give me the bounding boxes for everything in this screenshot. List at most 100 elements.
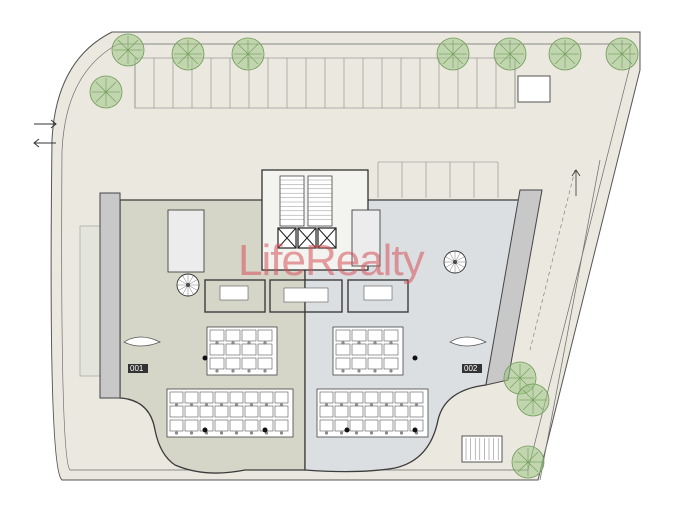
tree-icon [171, 37, 205, 71]
chair [219, 431, 224, 435]
desk [241, 329, 257, 342]
chair [234, 403, 239, 407]
chair [231, 341, 235, 345]
chair [279, 403, 284, 407]
desk [274, 419, 289, 432]
trees [89, 33, 639, 479]
workstations-bottom [166, 355, 429, 438]
desk [351, 343, 367, 356]
desk [349, 419, 364, 432]
desk [184, 391, 199, 404]
service-stair-top [517, 75, 551, 103]
chair [384, 403, 389, 407]
desk [319, 391, 334, 404]
tree-icon [436, 37, 470, 71]
wc-block-left [167, 209, 205, 273]
desk [409, 405, 424, 418]
desk [364, 405, 379, 418]
desk [319, 419, 334, 432]
desk [214, 391, 229, 404]
column [344, 427, 350, 433]
tree-icon [493, 37, 527, 71]
desk [334, 391, 349, 404]
desk [209, 329, 225, 342]
chair [369, 403, 374, 407]
chair [357, 341, 361, 345]
desk [351, 329, 367, 342]
chair [389, 341, 393, 345]
desk [335, 343, 351, 356]
desk [274, 405, 289, 418]
ramp-line [529, 169, 576, 351]
spiral-tread [454, 261, 461, 272]
tree-icon [605, 37, 639, 71]
desk [383, 357, 399, 370]
workstations [206, 326, 404, 376]
tree-icon [516, 383, 550, 417]
desk [229, 391, 244, 404]
unit-tag-002: 002 [462, 364, 482, 373]
chair [279, 431, 284, 435]
spiral-tread [445, 256, 456, 263]
service-stair-treads [465, 438, 499, 460]
desk [364, 391, 379, 404]
chair [234, 431, 239, 435]
chair [249, 431, 254, 435]
chair [339, 403, 344, 407]
road-edge [539, 159, 601, 481]
desk [169, 391, 184, 404]
desk [274, 391, 289, 404]
column [412, 427, 418, 433]
chair [204, 403, 209, 407]
unit-tag-001: 001 [128, 364, 148, 373]
tree-icon [511, 445, 545, 479]
desk [351, 357, 367, 370]
parking-row-middle [377, 161, 499, 198]
chair [263, 341, 267, 345]
desk [225, 357, 241, 370]
desk [379, 405, 394, 418]
desk [335, 357, 351, 370]
desk [394, 419, 409, 432]
desk [241, 357, 257, 370]
chair [324, 403, 329, 407]
desk [319, 405, 334, 418]
column [202, 427, 208, 433]
chair [247, 341, 251, 345]
spiral-tread [187, 279, 198, 286]
desk [241, 343, 257, 356]
desk [229, 419, 244, 432]
spiral-tread [187, 284, 198, 291]
chair [247, 369, 251, 373]
chair [369, 431, 374, 435]
chair [339, 431, 344, 435]
svg-text:001: 001 [130, 364, 144, 373]
desk [367, 343, 383, 356]
desk [169, 405, 184, 418]
chair [354, 403, 359, 407]
tree-icon [89, 75, 123, 109]
desk [383, 343, 399, 356]
sofa-left [123, 336, 161, 347]
svg-text:002: 002 [464, 364, 478, 373]
desk [244, 405, 259, 418]
chair [264, 403, 269, 407]
chair [263, 369, 267, 373]
tree-icon [231, 37, 265, 71]
elevator-icon [277, 227, 337, 249]
chair [357, 369, 361, 373]
desk [367, 357, 383, 370]
desk [394, 391, 409, 404]
desk [364, 419, 379, 432]
spiral-tread [182, 284, 189, 295]
chair [215, 369, 219, 373]
desk [209, 357, 225, 370]
desk [334, 405, 349, 418]
parking-strip-top [134, 57, 516, 109]
tree-icon [111, 33, 145, 67]
spiral-tread [449, 252, 456, 263]
spiral-tread [187, 275, 194, 286]
chair [174, 403, 179, 407]
chair [341, 369, 345, 373]
